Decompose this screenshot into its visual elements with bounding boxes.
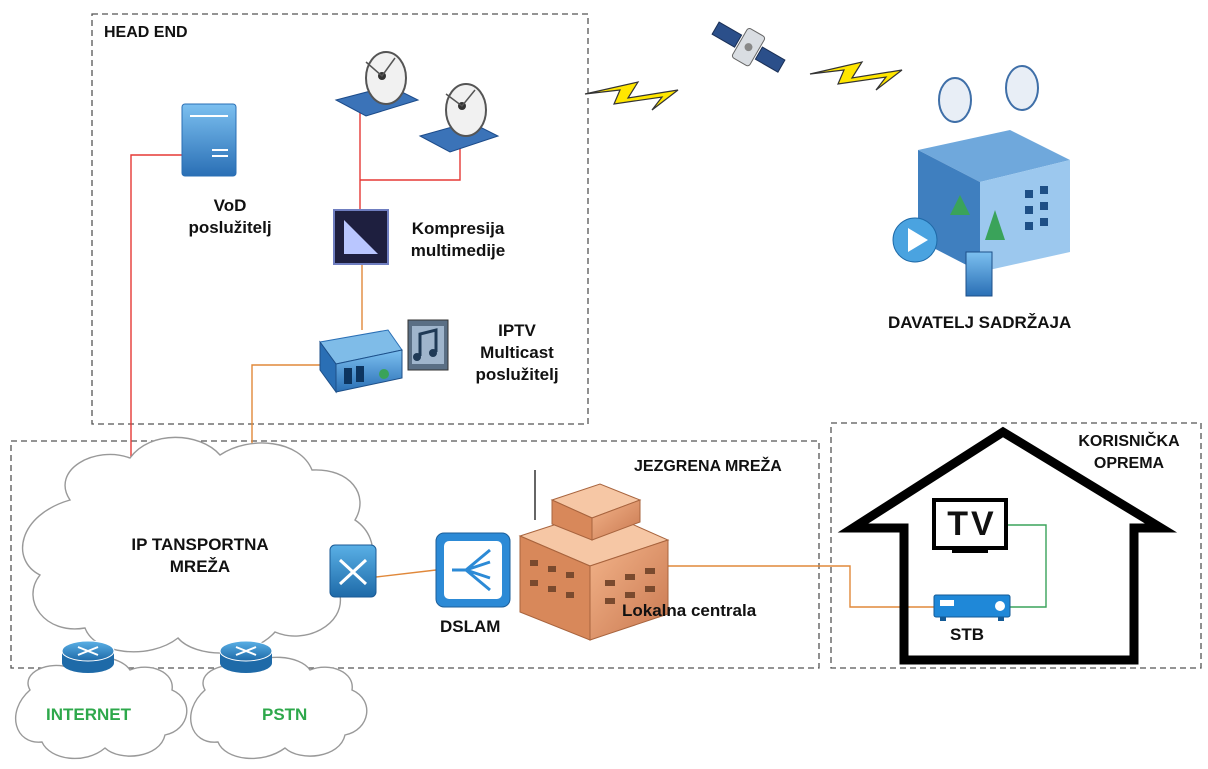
tv-icon	[932, 498, 1008, 553]
compression-icon	[333, 209, 389, 265]
dslam-icon	[435, 532, 511, 608]
head-end-label: HEAD END	[104, 24, 188, 41]
vod-server-label: VoD poslužitelj	[188, 196, 272, 237]
red-links	[130, 112, 461, 466]
green-links	[1006, 524, 1047, 608]
iptv-server-icon	[319, 329, 403, 394]
iptv-server-label: IPTV Multicast poslužitelj	[475, 321, 559, 384]
core-network-label: JEZGRENA MREŽA	[634, 458, 782, 475]
internet-label: INTERNET	[46, 705, 131, 724]
core-switch-icon	[329, 544, 377, 598]
orange-links	[251, 264, 934, 608]
stb-icon	[933, 594, 1011, 621]
pstn-router-icon	[219, 640, 273, 673]
tv-label: TV	[947, 505, 997, 543]
compression-label: Kompresija multimedije	[410, 219, 506, 260]
core-network-region	[10, 440, 820, 669]
local-exchange-building-icon	[518, 470, 670, 641]
pstn-label: PSTN	[262, 705, 308, 724]
vod-server-icon	[181, 103, 237, 177]
dish-antenna-icon-2	[418, 83, 500, 153]
house-outline	[837, 426, 1178, 665]
media-film-icon	[407, 319, 449, 371]
internet-router-icon	[61, 640, 115, 673]
user-equipment-region	[830, 422, 1202, 669]
head-end-region	[91, 13, 589, 425]
content-provider-building-icon	[892, 65, 1070, 297]
dish-antenna-icon-1	[334, 51, 420, 117]
wireless-link-right	[809, 61, 903, 91]
dslam-label: DSLAM	[440, 617, 501, 636]
content-provider-label: DAVATELJ SADRŽAJA	[888, 313, 1072, 332]
stb-label: STB	[950, 625, 984, 644]
user-equipment-label: KORISNIČKA OPREMA	[1078, 433, 1180, 472]
local-exchange-label: Lokalna centrala	[622, 601, 757, 620]
ip-network-label: IP TANSPORTNA MREŽA	[131, 535, 269, 576]
satellite-icon	[711, 21, 786, 73]
wireless-link-left	[584, 81, 679, 111]
